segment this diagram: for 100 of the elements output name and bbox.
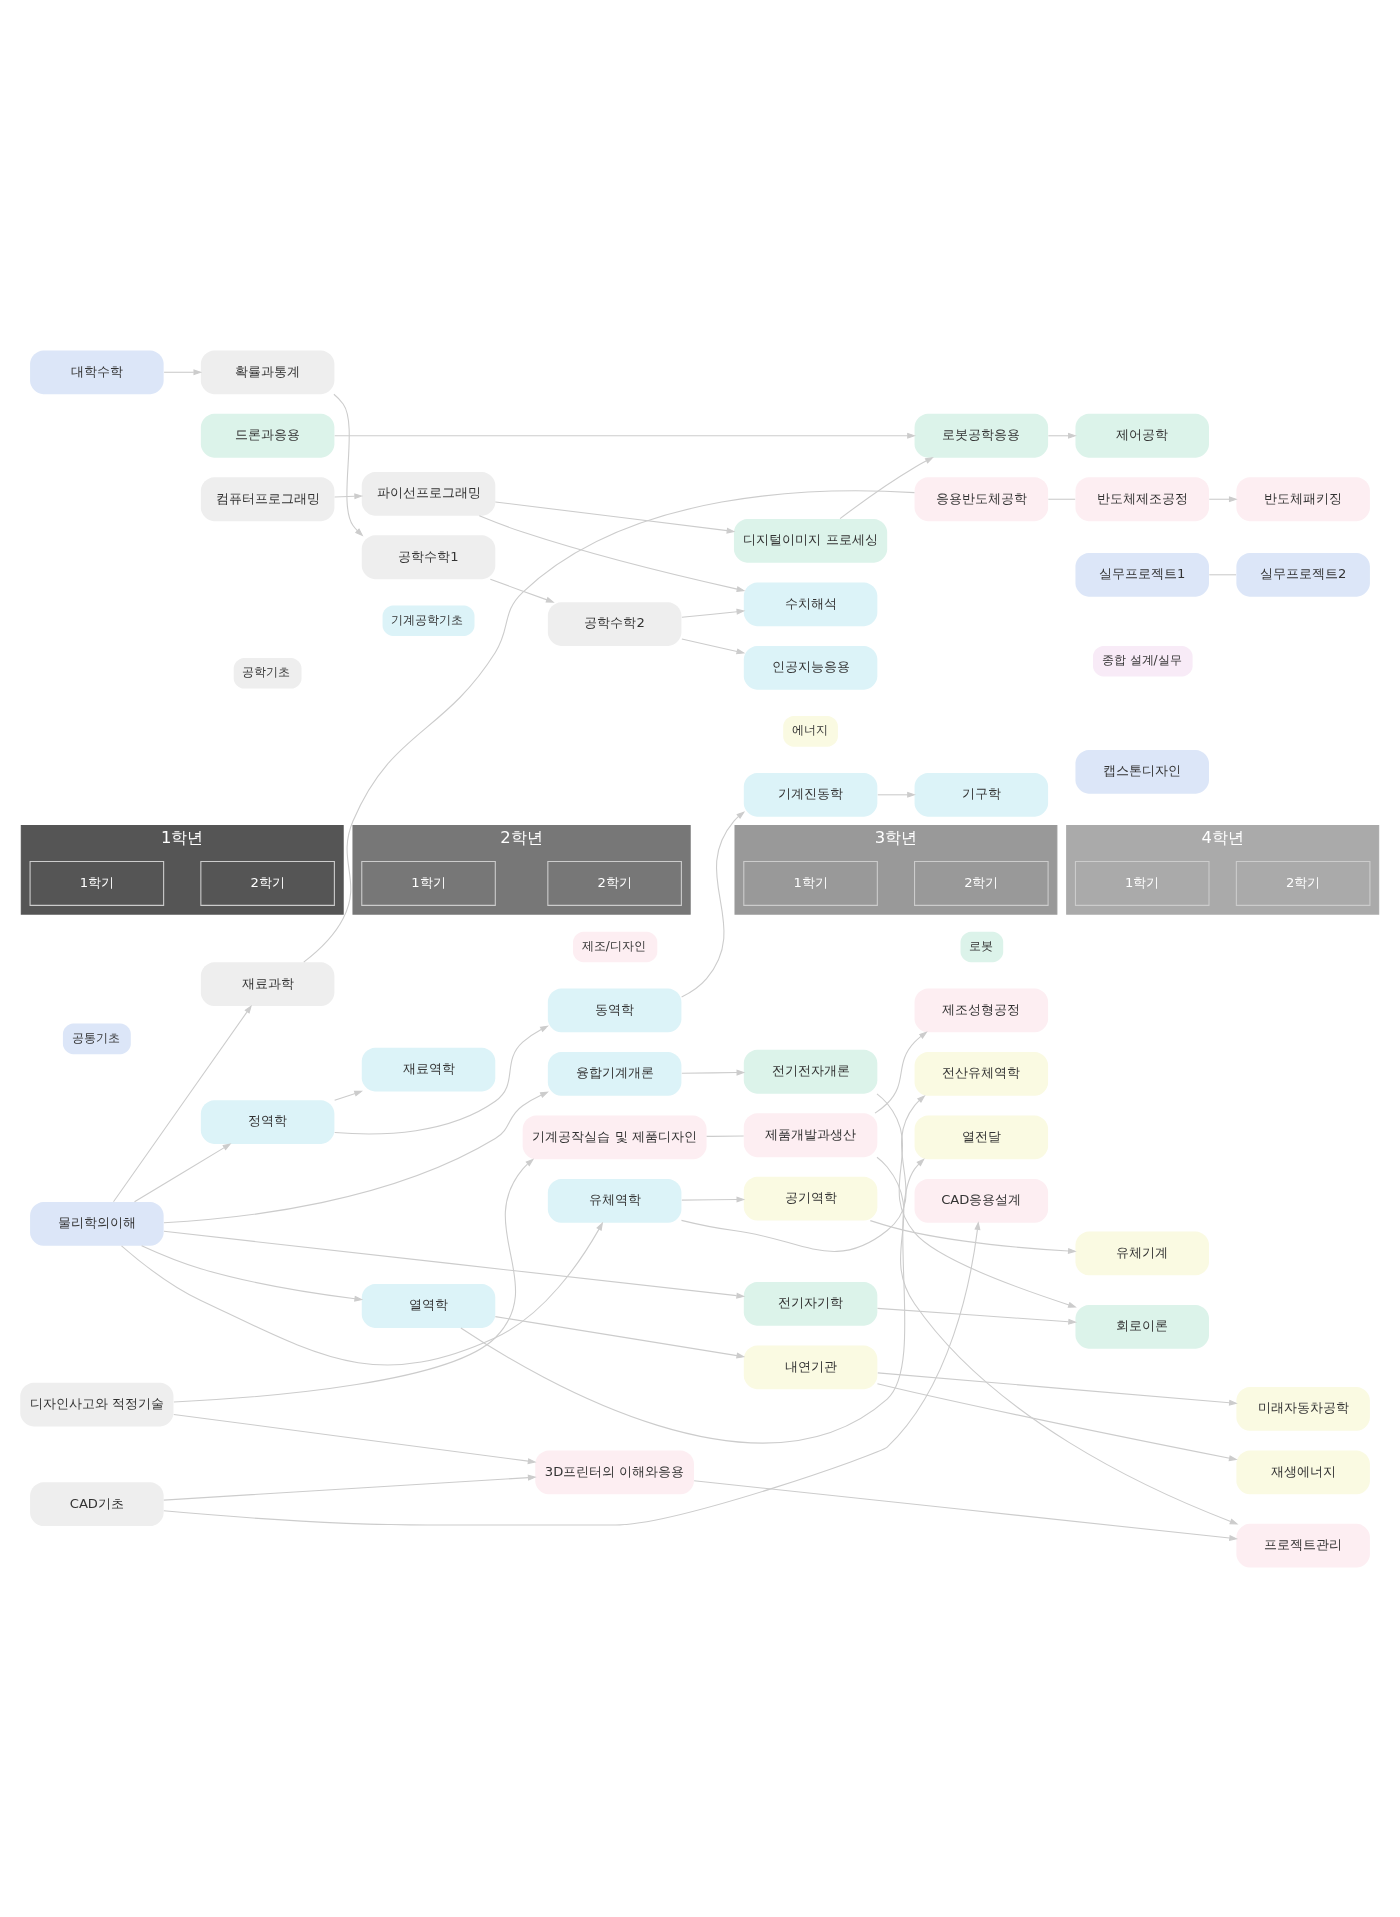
- node-box: 열역학: [361, 1283, 496, 1328]
- arrow: [163, 1474, 537, 1501]
- arrow: [877, 1307, 1077, 1325]
- node-box: 유체역학: [547, 1178, 682, 1223]
- arrow: [134, 1142, 232, 1202]
- arrow: [869, 1219, 1077, 1254]
- node-box: 1학기: [361, 860, 496, 906]
- arrow: [163, 1220, 981, 1525]
- node-box: 회로이론: [1075, 1304, 1209, 1349]
- arrow: [489, 578, 555, 603]
- node-box: 디지털이미지 프로세싱: [733, 518, 888, 563]
- node-box: 제어공학: [1075, 413, 1209, 458]
- node-box: 수치해석: [743, 581, 878, 626]
- node-box: 2학기: [914, 860, 1049, 906]
- arrow: [334, 1025, 549, 1134]
- arrow: [334, 492, 364, 499]
- arrow: [1208, 495, 1238, 502]
- legend-label: 로봇: [969, 938, 994, 953]
- node-box: 재생에너지: [1236, 1450, 1370, 1494]
- node-box: 공학수학1: [361, 534, 496, 579]
- node-box: 기구학: [914, 772, 1049, 817]
- arrow: [120, 1221, 604, 1366]
- arrow: [334, 1090, 364, 1101]
- node-box: 2학기: [200, 860, 335, 906]
- arrow: [173, 1158, 535, 1403]
- node-box: 재료과학: [200, 961, 335, 1006]
- arrow: [333, 393, 364, 536]
- node-box: 반도체제조공정: [1075, 476, 1209, 521]
- node-box: CAD기초: [30, 1481, 164, 1526]
- node-box: 정역학: [200, 1099, 335, 1144]
- node-box: 1학기: [29, 860, 165, 906]
- arrow: [163, 1091, 549, 1223]
- node-box: 3D프린터의 이해와응용: [535, 1450, 694, 1494]
- node-box: 캡스톤디자인: [1075, 749, 1209, 794]
- legend-label: 공통기초: [71, 1030, 120, 1045]
- node-box: 전산유체역학: [914, 1051, 1049, 1096]
- arrow: [1047, 432, 1077, 439]
- node-box: 미래자동차공학: [1236, 1386, 1370, 1431]
- arrow: [494, 1315, 746, 1359]
- legend-label: 제조/디자인: [581, 938, 646, 953]
- node-box: 1학기: [1074, 860, 1210, 906]
- arrow: [839, 456, 934, 519]
- legend-label: 에너지: [791, 722, 828, 737]
- node-box: 제조성형공정: [914, 988, 1049, 1032]
- node-box: 대학수학: [30, 349, 164, 394]
- node-box: 전기전자개론: [743, 1049, 878, 1094]
- arrow: [681, 1069, 746, 1076]
- node-box: 융합기계개론: [547, 1051, 682, 1096]
- node-box: 드론과응용: [200, 413, 335, 458]
- legend-label: 종합 설계/실무: [1101, 652, 1182, 667]
- connector: [1208, 573, 1237, 575]
- arrow: [681, 637, 746, 654]
- node-box: CAD응용설계: [914, 1178, 1049, 1223]
- arrow: [876, 1156, 1239, 1524]
- arrow: [874, 1030, 928, 1114]
- arrow: [681, 1196, 746, 1203]
- node-box: 확률과통계: [200, 349, 335, 394]
- node-box: 파이선프로그래밍: [361, 471, 496, 516]
- connector: [1047, 498, 1076, 500]
- arrow: [141, 1244, 364, 1302]
- arrow: [681, 810, 746, 998]
- arrow: [877, 791, 916, 798]
- node-box: 재료역학: [361, 1047, 496, 1091]
- node-box: 반도체패키징: [1236, 476, 1370, 521]
- node-box: 물리학의이해: [30, 1201, 164, 1246]
- node-box: 유체기계: [1075, 1231, 1209, 1275]
- legend-label: 공학기초: [242, 664, 291, 679]
- node-box: 공기역학: [743, 1176, 878, 1221]
- arrow: [478, 514, 746, 592]
- arrow: [173, 1413, 537, 1464]
- node-box: 실무프로젝트1: [1075, 552, 1209, 597]
- arrow: [112, 1004, 252, 1202]
- arrow: [163, 1230, 746, 1299]
- arrow: [460, 1157, 925, 1443]
- arrow: [876, 1092, 1077, 1308]
- node-box: 동역학: [547, 988, 682, 1032]
- arrow: [693, 1479, 1238, 1541]
- arrow: [681, 608, 746, 618]
- node-box: 2학기: [547, 860, 682, 906]
- node-box: 로봇공학응용: [914, 413, 1049, 458]
- node-box: 인공지능응용: [743, 645, 878, 690]
- node-box: 내연기관: [743, 1344, 878, 1389]
- node-box: 프로젝트관리: [1236, 1523, 1370, 1568]
- arrow: [494, 500, 736, 534]
- node-box: 컴퓨터프로그래밍: [200, 476, 335, 521]
- connector: [706, 1134, 745, 1137]
- arrow: [876, 1382, 1238, 1461]
- node-box: 응용반도체공학: [914, 476, 1049, 521]
- node-box: 2학기: [1235, 860, 1371, 906]
- node-box: 실무프로젝트2: [1236, 552, 1370, 597]
- arrow: [334, 432, 916, 439]
- node-box: 제품개발과생산: [743, 1112, 878, 1157]
- node-box: 기계진동학: [743, 772, 878, 817]
- node-box: 공학수학2: [547, 601, 682, 646]
- node-box: 기계공작실습 및 제품디자인: [522, 1115, 707, 1159]
- arrow: [163, 368, 203, 375]
- arrow: [877, 1371, 1238, 1406]
- arrow: [680, 1094, 926, 1252]
- node-box: 1학기: [743, 860, 878, 906]
- node-box: 열전달: [914, 1115, 1049, 1159]
